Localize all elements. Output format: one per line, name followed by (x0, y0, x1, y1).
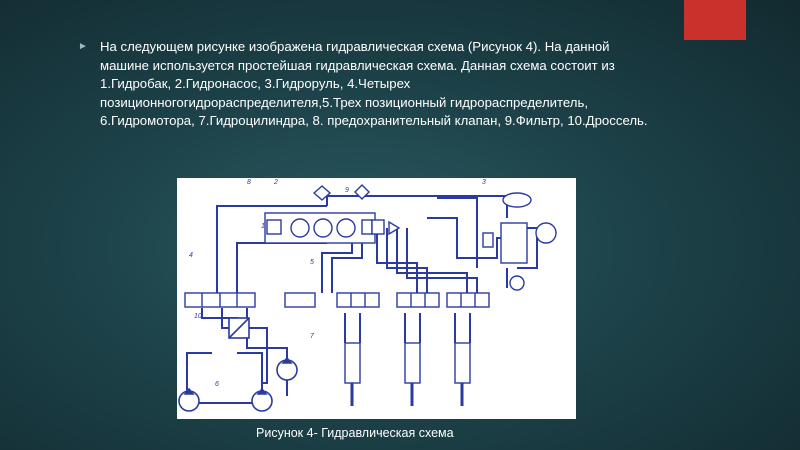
bullet-item: ► На следующем рисунке изображена гидрав… (78, 38, 658, 131)
hydraulic-scheme-figure: 1 2 3 4 5 6 7 8 9 10 (177, 178, 576, 419)
label-6: 6 (215, 381, 219, 388)
label-8: 8 (247, 179, 251, 186)
body-text: На следующем рисунке изображена гидравли… (100, 39, 648, 129)
triangle-bullet-icon: ► (78, 41, 88, 52)
label-10: 10 (194, 313, 202, 320)
label-5: 5 (310, 259, 314, 266)
figure-caption: Рисунок 4- Гидравлическая схема (256, 426, 454, 440)
hydraulic-scheme-diagram: 1 2 3 4 5 6 7 8 9 10 (178, 179, 557, 412)
label-9: 9 (345, 187, 349, 194)
label-3: 3 (482, 179, 486, 186)
cylinders (344, 342, 471, 406)
motors (178, 317, 298, 412)
accent-bar (684, 0, 746, 40)
label-1: 1 (261, 223, 265, 230)
label-4: 4 (189, 252, 193, 259)
label-7: 7 (310, 333, 315, 340)
label-2: 2 (273, 179, 278, 186)
valves-row (184, 292, 490, 308)
